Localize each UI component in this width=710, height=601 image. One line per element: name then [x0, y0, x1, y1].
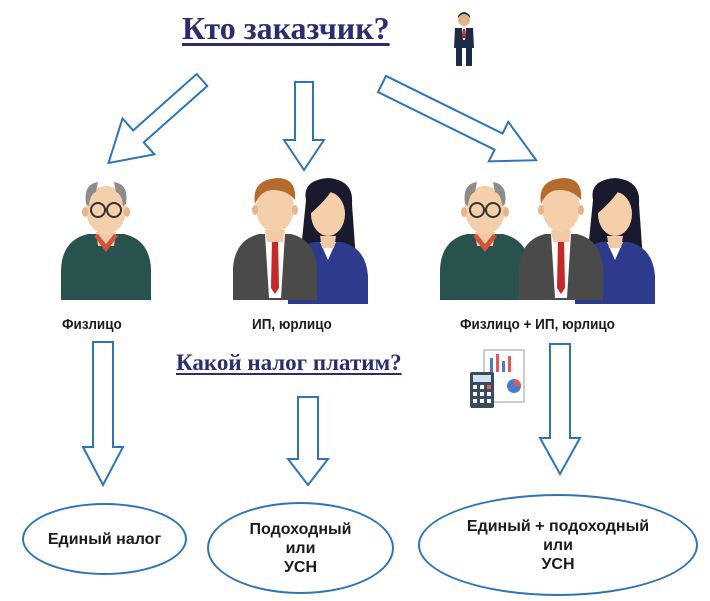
tax-oval-mixed: Единый + подоходный или УСН: [418, 494, 698, 596]
arrow-to-business: [282, 81, 326, 172]
tax-label-income: Подоходный или УСН: [249, 520, 352, 576]
customer-label-mixed: Физлицо + ИП, юрлицо: [460, 316, 615, 333]
tax-label-mixed: Единый + подоходный или УСН: [466, 517, 650, 573]
tax-oval-income: Подоходный или УСН: [207, 502, 394, 594]
customer-label-individual: Физлицо: [62, 316, 122, 333]
arrow-mixed-to-tax: [538, 343, 582, 477]
arrow-business-to-tax: [285, 396, 331, 487]
customer-label-business: ИП, юрлицо: [252, 316, 332, 333]
diagram-title: Кто заказчик?: [182, 10, 390, 46]
arrow-individual-to-tax: [81, 341, 125, 488]
arrow-to-individual: [107, 72, 209, 165]
tax-label-single: Единый налог: [47, 530, 162, 548]
arrow-to-mixed: [376, 74, 539, 163]
diagram-subtitle: Какой налог платим?: [176, 350, 402, 375]
tax-oval-single: Единый налог: [22, 503, 187, 575]
